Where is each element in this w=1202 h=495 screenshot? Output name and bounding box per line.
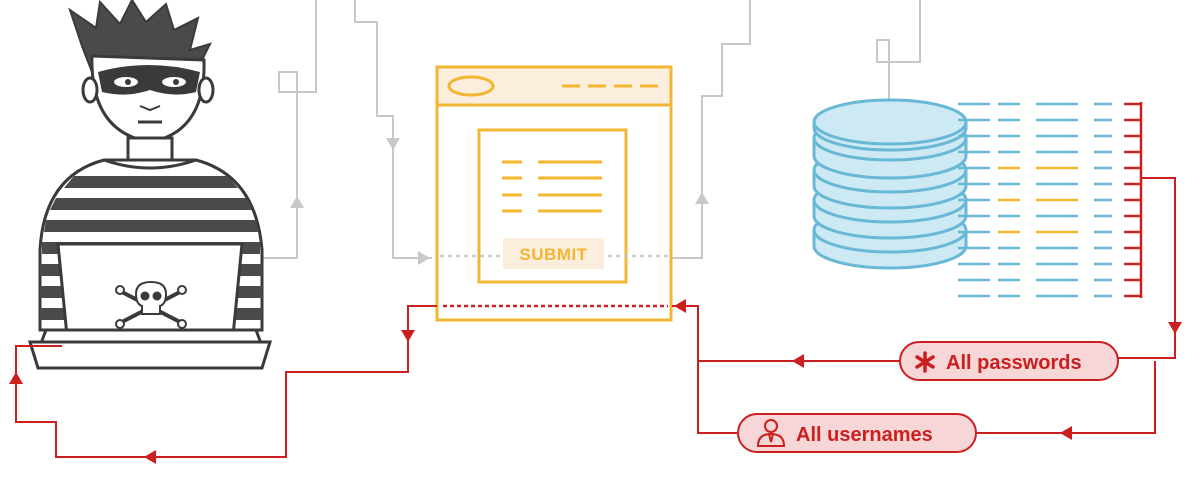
- asterisk-icon: [915, 351, 935, 373]
- database-table-rows: [958, 102, 1112, 298]
- all-passwords-label: All passwords: [946, 352, 1082, 374]
- database-icon: [812, 98, 968, 270]
- form-fields: [502, 160, 602, 213]
- eye-mask: [98, 65, 200, 95]
- skull-crossbones-icon: [115, 280, 187, 329]
- browser-window-icon: SUBMIT: [435, 65, 673, 322]
- browser-titlebar: [435, 65, 673, 107]
- submit-button-label: SUBMIT: [519, 245, 587, 264]
- red-arrowheads: [9, 299, 1182, 464]
- hacker-illustration: [38, 0, 264, 332]
- all-passwords-pill: All passwords: [899, 341, 1119, 381]
- red-bracket: [1124, 102, 1143, 298]
- all-usernames-pill: All usernames: [737, 413, 977, 453]
- laptop-icon: [27, 242, 273, 370]
- user-icon: [756, 419, 786, 447]
- all-usernames-label: All usernames: [796, 424, 933, 446]
- submit-button[interactable]: SUBMIT: [503, 238, 604, 269]
